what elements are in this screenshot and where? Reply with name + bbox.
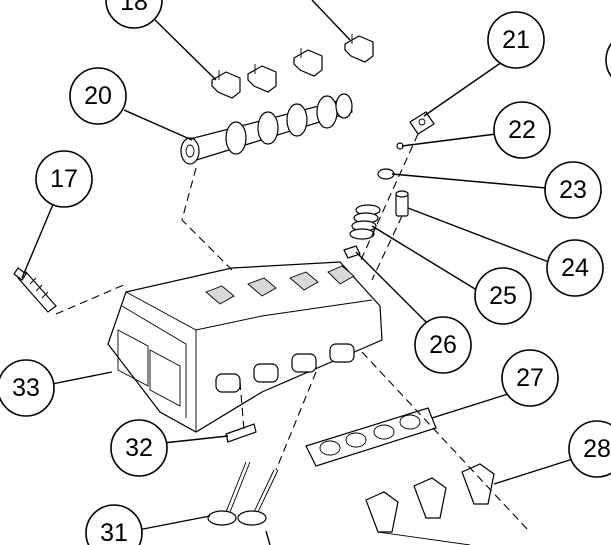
callout-32: 32 bbox=[110, 419, 168, 477]
svg-text:27: 27 bbox=[516, 364, 544, 392]
valve-seal bbox=[343, 245, 361, 259]
svg-text:17: 17 bbox=[50, 165, 78, 193]
callout-28: 28 bbox=[568, 420, 611, 478]
callout-23: 23 bbox=[544, 161, 602, 219]
lifter-part bbox=[395, 190, 409, 217]
washer-part bbox=[377, 168, 395, 180]
svg-text:22: 22 bbox=[508, 116, 536, 144]
callout-33: 33 bbox=[0, 359, 55, 417]
svg-text:28: 28 bbox=[583, 435, 611, 463]
svg-text:31: 31 bbox=[100, 519, 128, 545]
callout-17: 17 bbox=[35, 150, 93, 208]
svg-text:24: 24 bbox=[561, 254, 589, 282]
svg-text:18: 18 bbox=[120, 0, 148, 16]
callout-21: 21 bbox=[487, 11, 545, 69]
sensor-part bbox=[13, 267, 57, 313]
bearing-caps bbox=[211, 34, 374, 99]
leader-lines bbox=[21, 0, 577, 545]
svg-text:32: 32 bbox=[125, 434, 153, 462]
callout-25: 25 bbox=[474, 267, 532, 325]
callout-26: 26 bbox=[414, 316, 472, 374]
svg-text:20: 20 bbox=[84, 82, 112, 110]
callout-27: 27 bbox=[501, 349, 559, 407]
svg-text:23: 23 bbox=[559, 176, 587, 204]
svg-text:21: 21 bbox=[502, 26, 530, 54]
svg-text:33: 33 bbox=[12, 374, 40, 402]
assembly-guides bbox=[55, 133, 529, 531]
callout-24: 24 bbox=[546, 239, 604, 297]
callout-18: 18 bbox=[105, 0, 163, 29]
valves bbox=[207, 461, 279, 526]
camshaft bbox=[180, 93, 353, 165]
svg-text:25: 25 bbox=[489, 282, 517, 310]
svg-text:26: 26 bbox=[429, 331, 457, 359]
rocker-arm bbox=[409, 111, 435, 135]
exhaust-manifold bbox=[365, 463, 495, 545]
callout-20: 20 bbox=[69, 67, 127, 125]
cylinder-head bbox=[107, 261, 383, 433]
plug-part bbox=[225, 423, 257, 443]
gasket bbox=[305, 407, 437, 467]
callout-partial-right bbox=[605, 42, 611, 78]
valve-spring bbox=[349, 204, 381, 240]
callout-22: 22 bbox=[493, 101, 551, 159]
callout-31: 31 bbox=[85, 504, 143, 545]
